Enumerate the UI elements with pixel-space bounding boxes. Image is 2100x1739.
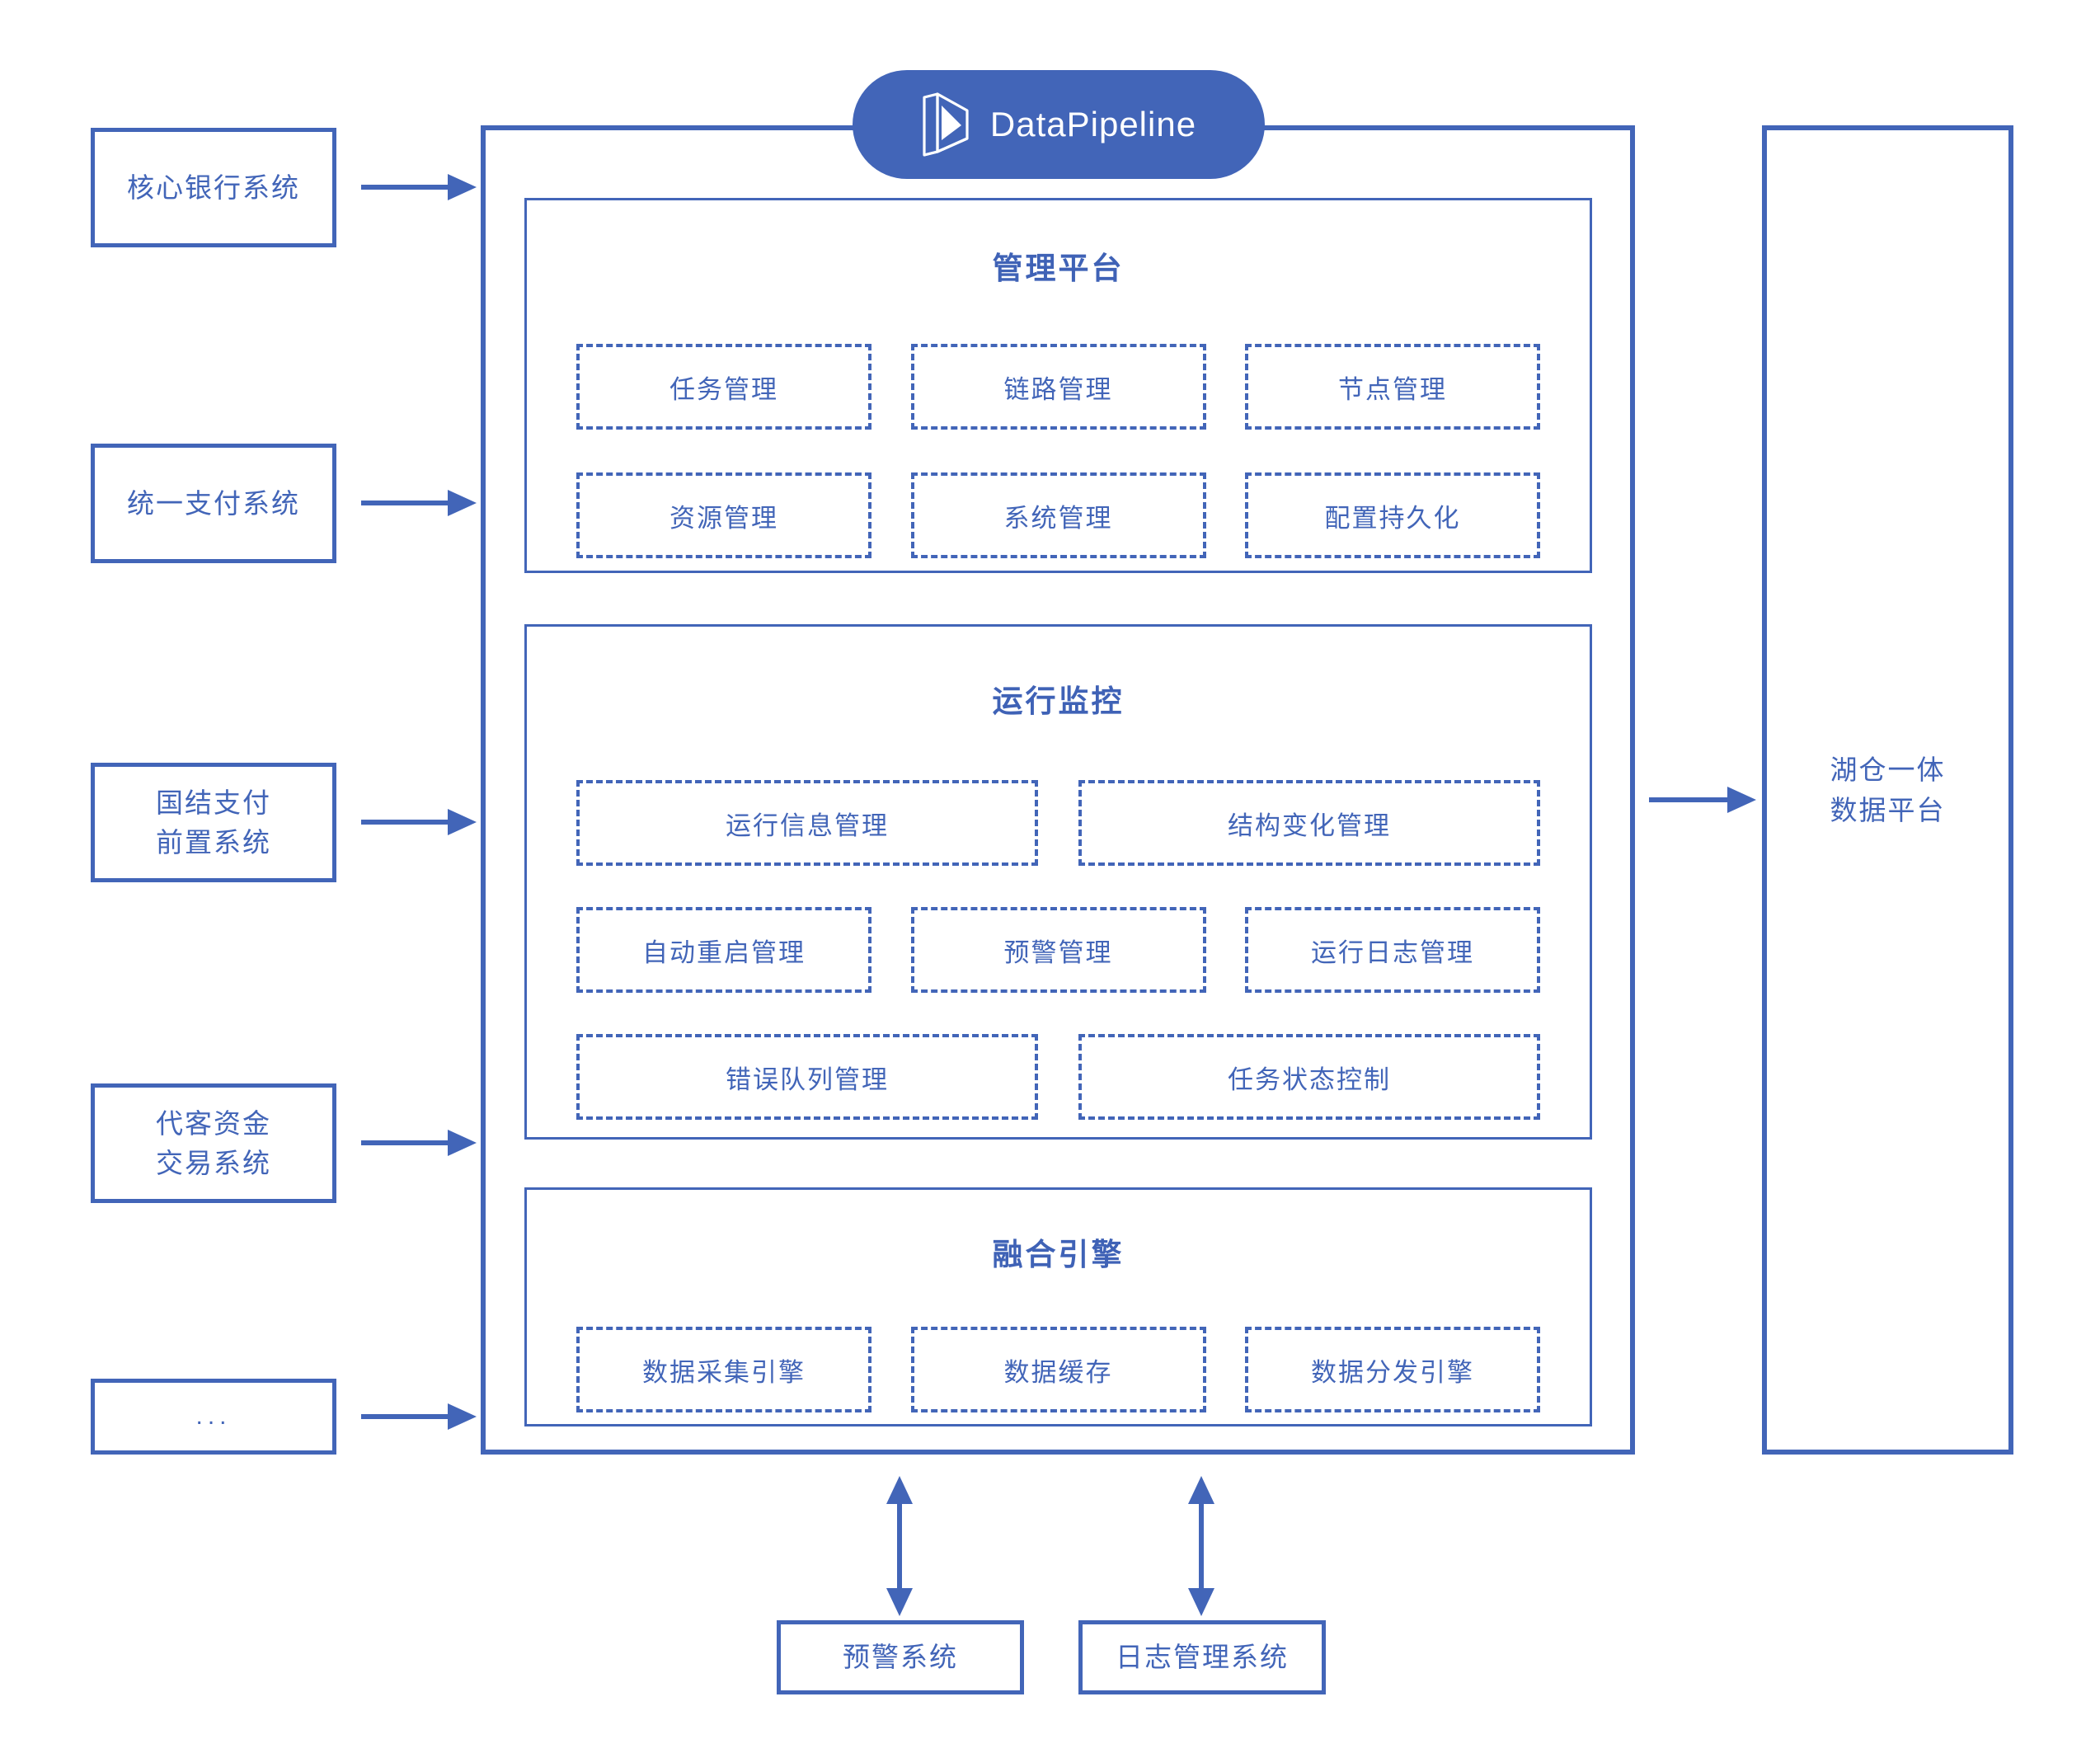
chip-label: 节点管理 <box>1338 374 1447 404</box>
chip-label: 结构变化管理 <box>1228 811 1391 840</box>
chip-row: 资源管理 系统管理 配置持久化 <box>576 472 1540 558</box>
chip-row: 错误队列管理 任务状态控制 <box>576 1034 1540 1120</box>
arrow-platform-to-alert-system <box>886 1476 913 1616</box>
chip-label: 配置持久化 <box>1324 503 1461 533</box>
target-box-lakehouse-data-platform[interactable]: 湖仓一体 数据平台 <box>1762 125 2013 1455</box>
chip-task-management[interactable]: 任务管理 <box>576 344 871 430</box>
chip-data-cache[interactable]: 数据缓存 <box>910 1327 1206 1412</box>
source-box-core-banking[interactable]: 核心银行系统 <box>91 128 336 247</box>
chip-runtime-info-management[interactable]: 运行信息管理 <box>576 780 1038 866</box>
source-box-more[interactable]: ... <box>91 1379 336 1455</box>
source-label: ... <box>195 1403 232 1431</box>
chip-link-management[interactable]: 链路管理 <box>910 344 1206 430</box>
chip-label: 预警管理 <box>1003 938 1113 967</box>
chip-node-management[interactable]: 节点管理 <box>1245 344 1540 430</box>
source-label: 统一支付系统 <box>127 487 300 519</box>
target-label-line1: 湖仓一体 <box>1830 754 1946 785</box>
chip-label: 运行信息管理 <box>726 811 889 840</box>
chip-row: 数据采集引擎 数据缓存 数据分发引擎 <box>576 1327 1540 1412</box>
chip-error-queue-management[interactable]: 错误队列管理 <box>576 1034 1038 1120</box>
chip-row: 运行信息管理 结构变化管理 <box>576 780 1540 866</box>
datapipeline-logo-icon <box>921 92 972 157</box>
chip-row: 自动重启管理 预警管理 运行日志管理 <box>576 907 1540 993</box>
external-box-alert-system[interactable]: 预警系统 <box>777 1620 1024 1694</box>
arrow-unified-payment-to-platform <box>361 490 477 516</box>
chip-label: 任务状态控制 <box>1228 1065 1391 1094</box>
source-label-line2: 交易系统 <box>156 1147 271 1178</box>
chip-schema-change-management[interactable]: 结构变化管理 <box>1078 780 1540 866</box>
chip-row: 任务管理 链路管理 节点管理 <box>576 344 1540 430</box>
chip-label: 链路管理 <box>1003 374 1113 404</box>
chip-label: 系统管理 <box>1003 503 1113 533</box>
source-label-line1: 代客资金 <box>156 1107 271 1139</box>
chip-label: 资源管理 <box>669 503 778 533</box>
section-management-platform: 管理平台 任务管理 链路管理 节点管理 资源管理 系统管理 配置持久化 <box>524 198 1592 573</box>
chip-config-persistence[interactable]: 配置持久化 <box>1245 472 1540 558</box>
arrow-intl-settlement-to-platform <box>361 809 477 835</box>
section-fusion-engine: 融合引擎 数据采集引擎 数据缓存 数据分发引擎 <box>524 1187 1592 1426</box>
chip-label: 任务管理 <box>669 374 778 404</box>
chip-label: 数据采集引擎 <box>642 1357 806 1387</box>
target-label-line2: 数据平台 <box>1830 795 1946 825</box>
brand-name: DataPipeline <box>989 105 1197 143</box>
chip-label: 自动重启管理 <box>642 938 806 967</box>
source-label-line1: 国结支付 <box>156 787 271 818</box>
external-label: 日志管理系统 <box>1116 1642 1289 1673</box>
source-label: 核心银行系统 <box>127 172 300 203</box>
chip-label: 数据分发引擎 <box>1311 1357 1474 1387</box>
arrow-core-banking-to-platform <box>361 174 477 200</box>
arrow-more-to-platform <box>361 1403 477 1430</box>
chip-label: 运行日志管理 <box>1311 938 1474 967</box>
chip-data-collection-engine[interactable]: 数据采集引擎 <box>576 1327 871 1412</box>
arrow-agency-fund-to-platform <box>361 1130 477 1156</box>
external-label: 预警系统 <box>843 1642 958 1673</box>
external-box-log-management-system[interactable]: 日志管理系统 <box>1078 1620 1326 1694</box>
chip-runtime-log-management[interactable]: 运行日志管理 <box>1245 907 1540 993</box>
section-runtime-monitoring: 运行监控 运行信息管理 结构变化管理 自动重启管理 预警管理 运行日志管理 错误… <box>524 624 1592 1140</box>
section-title: 管理平台 <box>992 251 1125 285</box>
section-title: 融合引擎 <box>992 1238 1125 1271</box>
chip-label: 错误队列管理 <box>726 1065 889 1094</box>
datapipeline-logo-pill: DataPipeline <box>853 70 1265 179</box>
section-title: 运行监控 <box>992 684 1125 718</box>
chip-auto-restart-management[interactable]: 自动重启管理 <box>576 907 871 993</box>
source-box-agency-fund-trading[interactable]: 代客资金 交易系统 <box>91 1083 336 1203</box>
arrow-platform-to-log-management-system <box>1188 1476 1214 1616</box>
chip-task-state-control[interactable]: 任务状态控制 <box>1078 1034 1540 1120</box>
source-label-line2: 前置系统 <box>156 826 271 858</box>
chip-alert-management[interactable]: 预警管理 <box>910 907 1206 993</box>
chip-data-distribution-engine[interactable]: 数据分发引擎 <box>1245 1327 1540 1412</box>
source-box-unified-payment[interactable]: 统一支付系统 <box>91 444 336 563</box>
source-box-intl-settlement-frontend[interactable]: 国结支付 前置系统 <box>91 763 336 882</box>
chip-resource-management[interactable]: 资源管理 <box>576 472 871 558</box>
chip-label: 数据缓存 <box>1003 1357 1113 1387</box>
arrow-platform-to-lakehouse <box>1649 787 1756 813</box>
chip-system-management[interactable]: 系统管理 <box>910 472 1206 558</box>
